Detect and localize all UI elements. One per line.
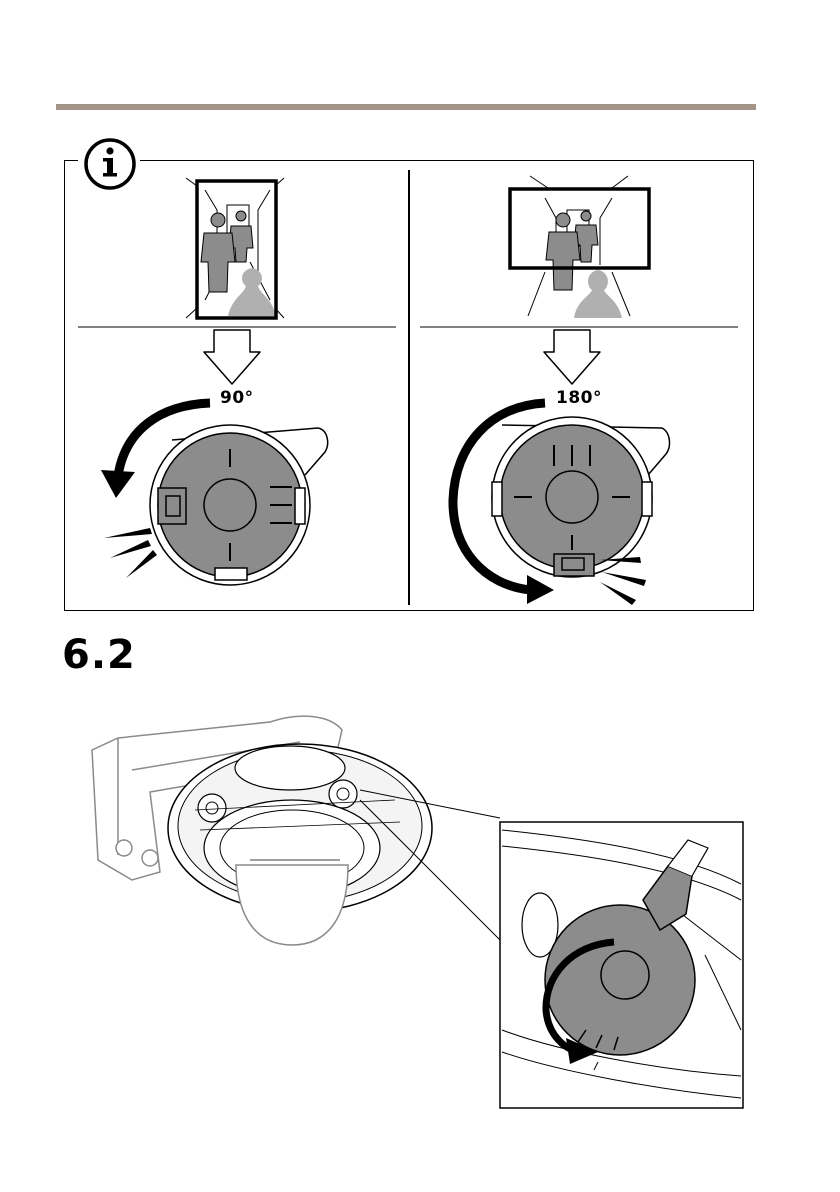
zoom-detail-illustration	[0, 0, 840, 1192]
